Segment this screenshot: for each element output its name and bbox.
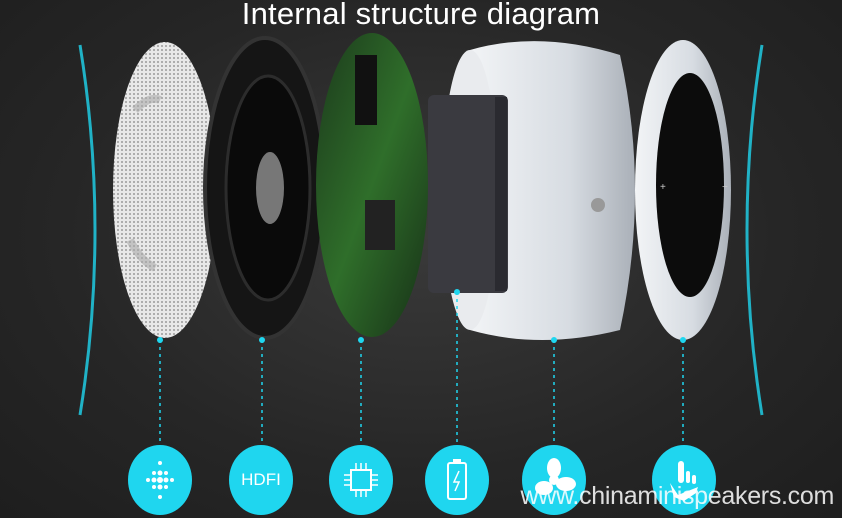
chip-icon <box>329 445 393 515</box>
svg-text:+: + <box>660 182 666 193</box>
touch-hand-icon <box>652 445 716 515</box>
circuit-board <box>316 33 428 337</box>
hdfi-label: HDFI <box>241 470 281 489</box>
speaker-driver <box>203 36 327 340</box>
right-glow-arc <box>745 44 764 416</box>
watermark: www.chinaminispeakers.com <box>520 482 835 510</box>
battery-charging-icon <box>425 445 489 515</box>
battery <box>428 95 508 293</box>
dot-diamond-icon <box>128 445 192 515</box>
svg-text:−: − <box>722 182 728 193</box>
fan-icon <box>522 445 586 515</box>
page-title: Internal structure diagram <box>241 0 601 31</box>
touch-panel: + − <box>635 40 731 340</box>
hdfi-badge: HDFI <box>229 445 293 515</box>
grille-cover <box>113 42 217 338</box>
left-glow-arc <box>78 44 97 416</box>
